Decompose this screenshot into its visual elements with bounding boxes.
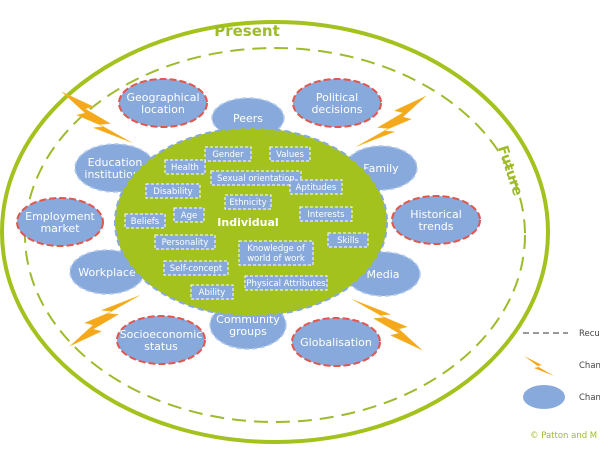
influence-ellipse: [16, 197, 104, 247]
influence-ellipse: [116, 315, 206, 365]
influence-box: [190, 284, 234, 300]
influence-box: [269, 146, 311, 162]
lightning-icon: [356, 95, 427, 147]
influence-ethnicity: Ethnicity: [224, 194, 272, 210]
influence-label: Health: [171, 163, 199, 173]
influence-label: Globalisation: [300, 336, 372, 349]
influence-label: Family: [363, 162, 399, 175]
influence-label: Ethnicity: [229, 198, 266, 208]
lightning-icon: [61, 91, 132, 143]
influence-box: [154, 234, 216, 250]
lightning-icon: [524, 356, 554, 376]
influence-box: [124, 213, 166, 229]
outer-ellipse: [0, 20, 550, 444]
future-label: Future: [494, 144, 525, 198]
influence-box: [289, 179, 343, 195]
lightning-icon: [69, 295, 140, 347]
influence-box: [244, 275, 328, 291]
influence-label: Personality: [162, 238, 209, 248]
influence-sexual-orientation: Sexual orientation: [210, 170, 302, 186]
influence-box: [210, 170, 302, 186]
influence-label: Gender: [212, 150, 244, 160]
influence-label: Physical Attributes: [246, 279, 326, 289]
influence-box: [327, 232, 369, 248]
legend-label: Recu: [579, 329, 600, 339]
influence-self-concept: Self-concept: [163, 260, 229, 276]
influence-ellipse: [391, 195, 481, 245]
chance-bolts: [61, 91, 427, 351]
legend-recursiveness: Recu: [523, 329, 600, 339]
present-label: Present: [214, 22, 280, 40]
influence-label: Age: [181, 211, 197, 221]
influence-gender: Gender: [204, 146, 252, 162]
influence-globalisation: Globalisation: [291, 317, 381, 367]
influence-label: Disability: [153, 187, 192, 197]
individual-label: Individual: [217, 216, 278, 229]
influence-box: [164, 159, 206, 175]
influence-box: [204, 146, 252, 162]
influence-aptitudes: Aptitudes: [289, 179, 343, 195]
influence-ellipse: [291, 317, 381, 367]
influence-skills: Skills: [327, 232, 369, 248]
influence-label: Aptitudes: [296, 183, 337, 193]
influence-physical: Physical Attributes: [244, 275, 328, 291]
influence-label: Ability: [199, 288, 226, 298]
lightning-icon: [352, 299, 423, 351]
influence-beliefs: Beliefs: [124, 213, 166, 229]
influence-personality: Personality: [154, 234, 216, 250]
influence-label: Peers: [233, 112, 263, 125]
legend-label: Chan: [579, 393, 600, 403]
influence-disability: Disability: [145, 183, 201, 199]
influence-box: [238, 240, 314, 266]
influence-label: Media: [366, 268, 399, 281]
influence-box: [145, 183, 201, 199]
influence-label: Sexual orientation: [217, 174, 295, 184]
influence-ellipse: [292, 78, 382, 128]
influence-label: Workplace: [78, 266, 136, 279]
influence-label: Values: [276, 150, 304, 160]
copyright-text: © Patton and M: [530, 431, 597, 441]
ellipse-icon: [523, 385, 565, 409]
influence-box: [224, 194, 272, 210]
influence-label: Interests: [307, 210, 345, 220]
influence-label: Skills: [337, 236, 359, 246]
influence-label: Self-concept: [170, 264, 223, 274]
influence-box: [299, 206, 353, 222]
influence-values: Values: [269, 146, 311, 162]
influence-age: Age: [173, 207, 205, 223]
legend-chance: Chan: [524, 356, 600, 376]
influence-ellipse: [118, 78, 208, 128]
influence-ability: Ability: [190, 284, 234, 300]
influence-health: Health: [164, 159, 206, 175]
influence-label: Beliefs: [131, 217, 160, 227]
influence-interests: Interests: [299, 206, 353, 222]
influence-box: [163, 260, 229, 276]
influence-workplace: Workplace: [69, 249, 145, 295]
legend-change: Chan: [523, 385, 600, 409]
influence-box: [173, 207, 205, 223]
legend-label: Chan: [579, 361, 600, 371]
